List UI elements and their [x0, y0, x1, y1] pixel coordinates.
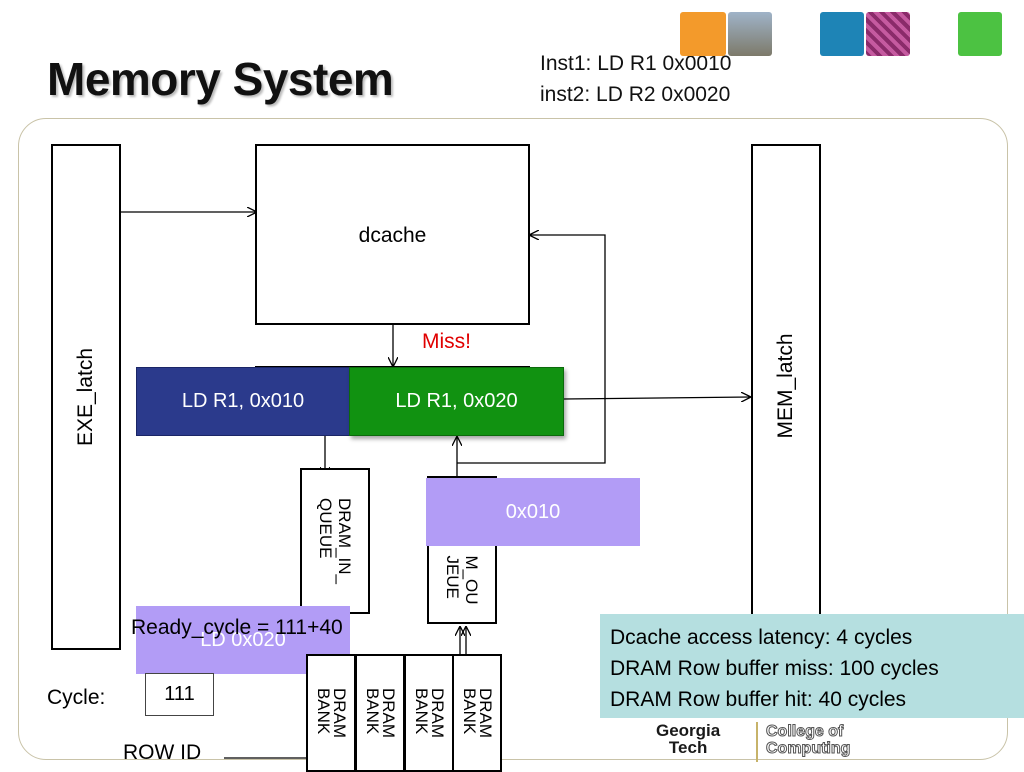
exe-latch: EXE_latch — [51, 144, 121, 650]
dram-bank-2: DRAM BANK — [355, 654, 405, 772]
latency-note: Dcache access latency: 4 cycles DRAM Row… — [600, 614, 1024, 718]
content-frame — [18, 118, 1008, 760]
cycle-label: Cycle: — [47, 686, 106, 709]
campus-photo-icon — [728, 12, 772, 56]
dram-bank-2-label: DRAM BANK — [363, 687, 398, 739]
dram-in-queue-label: DRAM_IN_ QUEUE — [316, 498, 354, 584]
instruction-2: inst2: LD R2 0x0020 — [540, 83, 731, 106]
dram-bank-1-label: DRAM BANK — [314, 687, 349, 739]
latency-note-line-2: DRAM Row buffer miss: 100 cycles — [610, 657, 939, 680]
dram-in-queue: DRAM_IN_ QUEUE — [300, 468, 370, 614]
georgia-tech-logo: Georgia Tech — [656, 721, 721, 757]
green-tile-icon — [958, 12, 1002, 56]
dram-out-queue-label: M_OU JEUE — [443, 555, 481, 605]
instruction-1: Inst1: LD R1 0x0010 — [540, 52, 732, 75]
cycle-value: 111 — [145, 673, 214, 716]
dram-bank-3-label: DRAM BANK — [412, 687, 447, 739]
dram-bank-1: DRAM BANK — [306, 654, 356, 772]
mem-latch-label: MEM_latch — [774, 333, 797, 439]
slot-ld-r1-010: LD R1, 0x010 — [136, 367, 350, 436]
dcache-label: dcache — [358, 224, 427, 247]
out-queue-popup: 0x010 — [426, 478, 640, 546]
dram-bank-4: DRAM BANK — [452, 654, 502, 772]
circuit-photo-icon — [866, 12, 910, 56]
dcache-box: dcache — [255, 144, 530, 325]
orange-tile-icon — [680, 12, 726, 56]
miss-label: Miss! — [422, 330, 471, 353]
ld-popup: LD 0x020 — [136, 606, 350, 674]
dram-bank-4-label: DRAM BANK — [460, 687, 495, 739]
latency-note-line-3: DRAM Row buffer hit: 40 cycles — [610, 688, 907, 711]
slot-ld-r1-020: LD R1, 0x020 — [349, 367, 564, 436]
blue-tile-icon — [820, 12, 864, 56]
college-of-computing-logo: College of Computing — [765, 723, 851, 758]
ready-cycle-text: Ready_cycle = 111+40 — [131, 616, 343, 639]
mem-latch: MEM_latch — [751, 144, 821, 628]
logo-divider — [756, 722, 758, 762]
page-title: Memory System — [47, 53, 394, 105]
dram-bank-3: DRAM BANK — [404, 654, 454, 772]
latency-note-line-1: Dcache access latency: 4 cycles — [610, 626, 913, 649]
row-id-label: ROW ID — [123, 741, 202, 764]
exe-latch-label: EXE_latch — [74, 347, 97, 447]
